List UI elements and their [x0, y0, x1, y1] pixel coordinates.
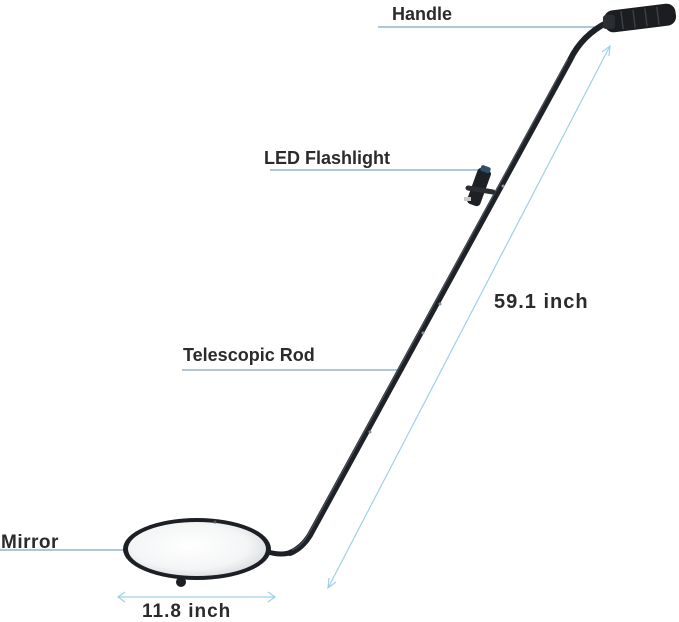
mirror-label: Mirror [1, 532, 59, 553]
handle-label: Handle [392, 4, 453, 24]
length-dimension-line [327, 44, 611, 590]
diameter-dimension-line [116, 591, 277, 603]
diameter-dimension-label: 11.8 inch [142, 601, 232, 622]
telescopic-rod [287, 19, 611, 556]
inspection-mirror [123, 518, 293, 587]
length-dimension-label: 59.1 inch [494, 291, 589, 313]
telescopic-rod-label: Telescopic Rod [183, 345, 315, 365]
led-flashlight [464, 165, 496, 207]
led-flashlight-label: LED Flashlight [264, 148, 390, 168]
handle-grip [603, 3, 677, 33]
